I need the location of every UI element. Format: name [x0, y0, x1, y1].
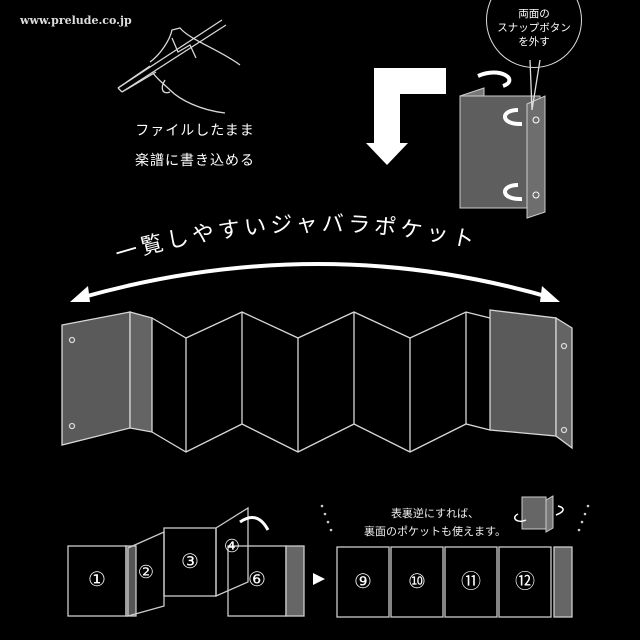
flip-folder-icon	[514, 495, 564, 533]
down-arrow-icon	[366, 68, 446, 165]
pocket-number-6: ⑥	[248, 567, 266, 591]
pocket-number-11: ⑪	[461, 569, 481, 593]
bubble-line-3: を外す	[518, 36, 550, 48]
folder-snap-illustration	[459, 59, 546, 219]
caption-line-2: 楽譜に書き込める	[135, 153, 255, 169]
note-line-1: 表裏逆にすれば、	[390, 507, 480, 520]
headline-text: 一覧しやすいジャバラポケット	[113, 212, 481, 268]
dot-decoration	[320, 504, 590, 532]
pocket-number-2: ②	[138, 562, 154, 583]
caption-line-1: ファイルしたまま	[135, 123, 255, 139]
pocket-number-1: ①	[88, 567, 106, 591]
bubble-line-2: スナップボタン	[497, 22, 571, 34]
hand-pencil-icon	[117, 19, 241, 114]
bubble-line-1: 両面の	[518, 8, 550, 20]
reverse-note: 表裏逆にすれば、 裏面のポケットも使えます。	[350, 505, 520, 541]
pocket-number-3: ③	[181, 549, 199, 573]
pocket-number-12: ⑫	[515, 569, 535, 593]
website-url: www.prelude.co.jp	[20, 14, 132, 27]
pocket-number-4: ④	[224, 536, 240, 557]
note-line-2: 裏面のポケットも使えます。	[364, 525, 506, 538]
front-pockets-illustration	[67, 506, 305, 617]
curved-double-arrow-icon	[70, 262, 560, 302]
right-arrow-icon	[313, 573, 325, 585]
pocket-number-9: ⑨	[354, 569, 372, 593]
accordion-pocket-illustration	[61, 309, 573, 453]
pocket-number-10: ⑩	[408, 569, 426, 593]
back-pockets-illustration	[336, 546, 573, 618]
